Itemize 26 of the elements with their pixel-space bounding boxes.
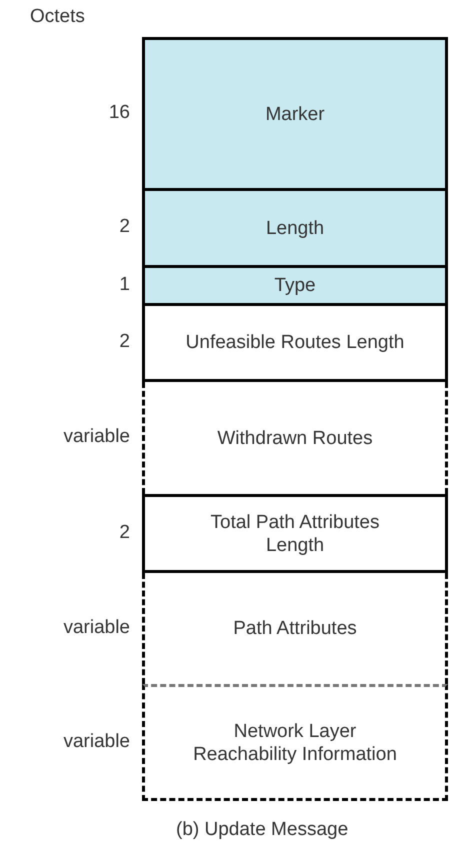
variable-field (142, 382, 448, 494)
field-name: Unfeasible Routes Length (186, 331, 404, 354)
field-name: Type (274, 274, 316, 297)
field-name: Length (266, 216, 324, 240)
field-name: Total Path Attributes Length (210, 510, 380, 556)
message-field (142, 188, 448, 268)
octet-count: 2 (118, 330, 130, 352)
field-name: Path Attributes (233, 617, 357, 640)
octet-count: variable (62, 730, 130, 752)
octet-count: variable (62, 426, 130, 448)
message-field (142, 303, 448, 382)
octet-count: 1 (118, 274, 130, 296)
field-name: Withdrawn Routes (217, 426, 373, 450)
caption: (b) Update Message (176, 819, 348, 841)
variable-field (142, 684, 448, 801)
message-field (142, 37, 448, 191)
variable-field (142, 573, 448, 684)
message-field (142, 494, 448, 573)
octet-count: 16 (108, 102, 130, 124)
field-name: Network Layer Reachability Information (192, 720, 398, 766)
field-name: Marker (265, 102, 325, 126)
octet-count: 2 (118, 216, 130, 238)
octet-count: 2 (118, 522, 130, 544)
column-heading: Octets (30, 6, 85, 28)
octet-count: variable (62, 616, 130, 638)
message-field (142, 265, 448, 306)
